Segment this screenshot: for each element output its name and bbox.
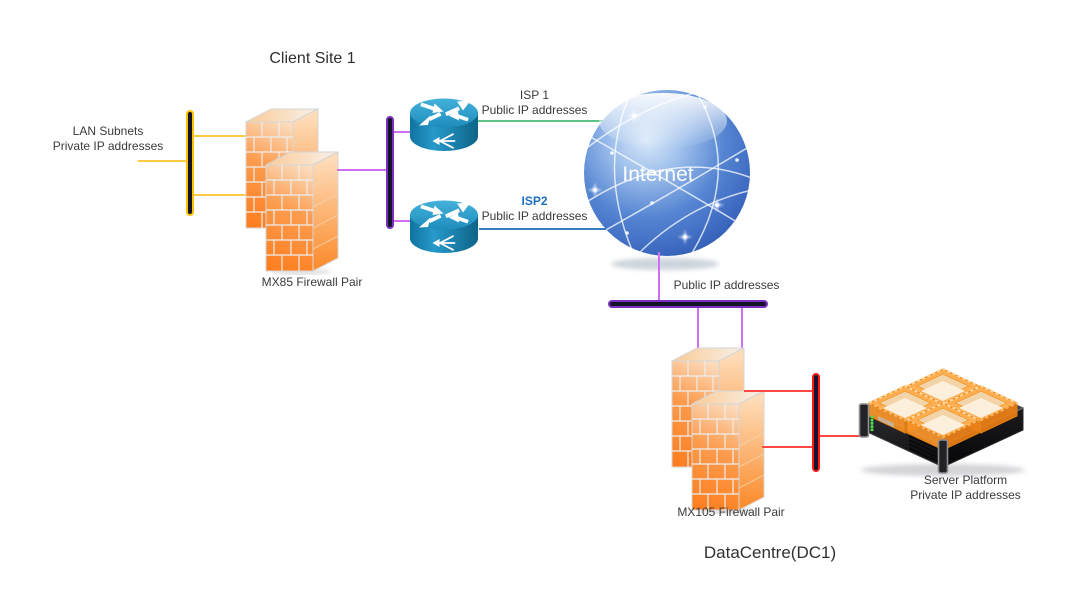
isp1-name: ISP 1: [519, 88, 550, 102]
mx105-firewall-icon: [669, 344, 767, 514]
public-ip-label: Public IP addresses: [673, 278, 780, 292]
segment-to-server-link: [820, 435, 865, 437]
datacentre-title: DataCentre(DC1): [703, 543, 837, 562]
lan-link-bottom: [194, 194, 252, 196]
lan-segment-bar: [186, 110, 194, 216]
public-segment-bar: [608, 300, 768, 308]
lan-subnets-label-line2: Private IP addresses: [52, 139, 164, 153]
lan-link-top: [194, 135, 249, 137]
server-platform-label-line2: Private IP addresses: [910, 488, 1021, 502]
isp1-label: ISP 1 Public IP addresses: [462, 88, 607, 118]
lan-subnets-label: LAN Subnets Private IP addresses: [28, 124, 188, 154]
server-platform-label: Server Platform Private IP addresses: [878, 473, 1053, 503]
mx85-firewall-label: MX85 Firewall Pair: [261, 275, 363, 289]
isp1-link-line: [478, 120, 630, 122]
segment-to-mx105-link1: [697, 308, 699, 365]
internet-globe-icon: Internet: [577, 85, 757, 275]
internet-drop-link: [658, 252, 660, 303]
mx105-link-bottom: [762, 446, 814, 448]
lan-stub-link: [138, 160, 189, 162]
client-wan-segment-bar: [386, 116, 394, 229]
server-platform-label-line1: Server Platform: [923, 473, 1008, 487]
mx85-firewall-icon: [243, 105, 341, 275]
server-platform-icon: [853, 360, 1031, 478]
isp2-link-line: [479, 228, 620, 230]
isp2-name: ISP2: [521, 194, 548, 208]
internet-label: Internet: [622, 163, 693, 186]
client-site-title: Client Site 1: [269, 50, 356, 67]
mx105-link-top: [744, 390, 814, 392]
wan-to-router1-link: [394, 131, 416, 133]
isp2-label: ISP2 Public IP addresses: [462, 194, 607, 224]
wan-to-router2-link: [394, 220, 416, 222]
mx85-to-wan-link: [337, 169, 388, 171]
dc-segment-bar: [812, 373, 820, 472]
lan-subnets-label-line1: LAN Subnets: [72, 124, 144, 138]
mx105-firewall-label: MX105 Firewall Pair: [677, 505, 785, 519]
isp1-detail: Public IP addresses: [481, 103, 588, 117]
isp2-detail: Public IP addresses: [481, 209, 588, 223]
